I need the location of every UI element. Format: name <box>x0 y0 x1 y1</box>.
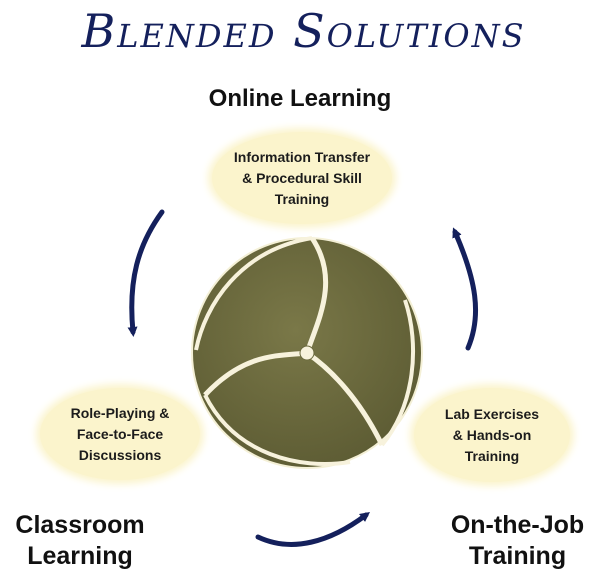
ojt-label-line-2: Training <box>468 541 567 570</box>
classroom-label-line-2: Learning <box>27 541 133 570</box>
classroom-label-line-1: Classroom <box>15 511 145 539</box>
online-learning-label: Online Learning <box>208 85 392 112</box>
diagram-title: Blended Solutions <box>81 4 526 58</box>
on-the-job-training-label: On-the-Job Training <box>430 510 605 571</box>
classroom-bubble-line-3: Discussions <box>78 446 162 463</box>
classroom-learning-label: Classroom Learning <box>0 510 160 571</box>
classroom-bubble-line-2: Face-to-Face <box>76 425 164 442</box>
arrow-online-to-classroom <box>127 209 165 337</box>
online-bubble-line-3: Training <box>274 190 330 207</box>
ojt-bubble-line-2: & Hands-on <box>452 426 532 443</box>
classroom-learning-bubble: Role-Playing & Face-to-Face Discussions <box>40 388 200 480</box>
ojt-bubble-line-3: Training <box>464 447 520 464</box>
central-sphere <box>191 236 423 469</box>
arrow-classroom-to-ojt <box>255 512 371 547</box>
online-bubble-line-1: Information Transfer <box>233 148 371 165</box>
arrow-ojt-to-online <box>452 227 479 351</box>
classroom-bubble-line-1: Role-Playing & <box>70 404 170 421</box>
ojt-bubble-line-1: Lab Exercises <box>444 405 540 422</box>
online-learning-bubble: Information Transfer & Procedural Skill … <box>212 132 392 224</box>
online-bubble-line-2: & Procedural Skill <box>242 169 362 186</box>
on-the-job-training-bubble: Lab Exercises & Hands-on Training <box>414 388 570 482</box>
ojt-label-line-1: On-the-Job <box>450 511 585 539</box>
